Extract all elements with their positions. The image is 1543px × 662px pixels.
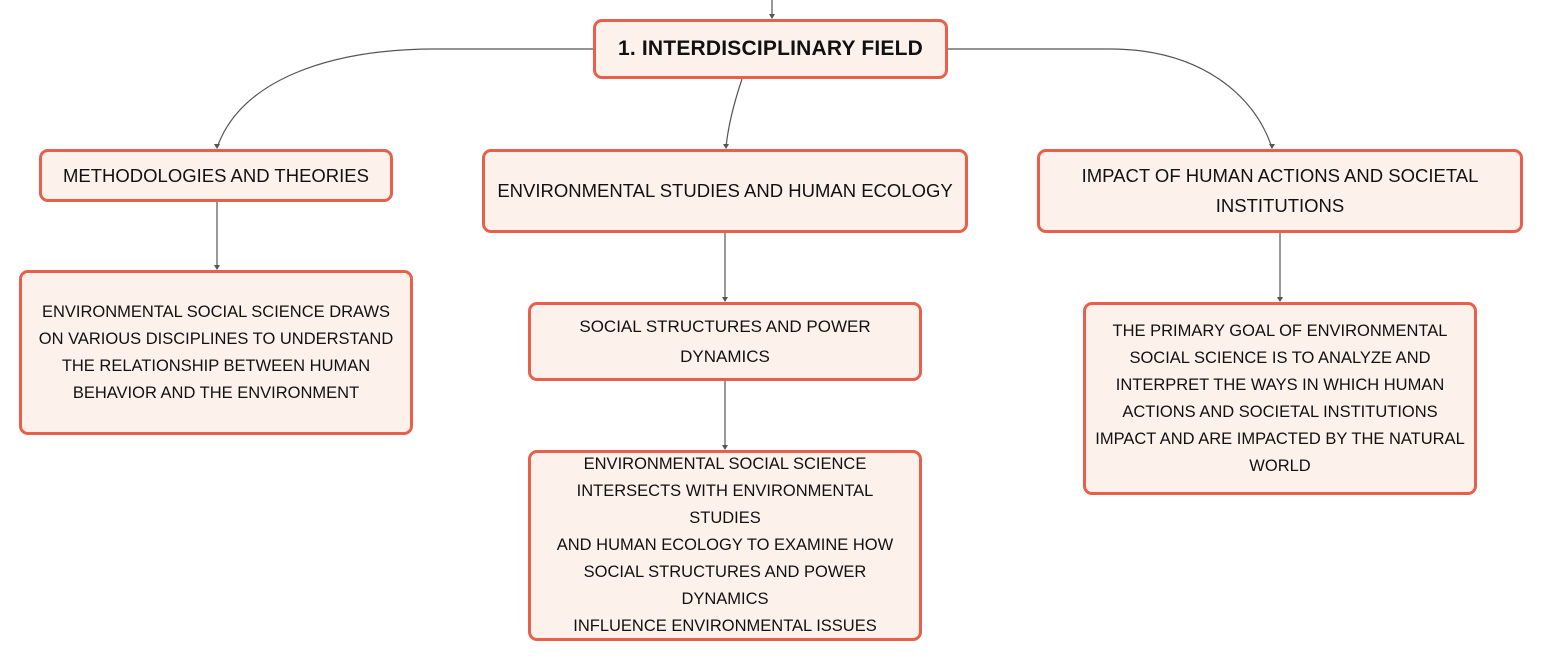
node-text-line: INTERSECTS WITH ENVIRONMENTAL STUDIES — [576, 482, 874, 527]
node-label: SOCIAL STRUCTURES AND POWER DYNAMICS — [579, 316, 871, 366]
node-text-line: WORLD — [1249, 456, 1311, 475]
node-text-line: ENVIRONMENTAL SOCIAL SCIENCE — [583, 455, 867, 473]
node-impact-of-human-actions[interactable]: IMPACT OF HUMAN ACTIONS AND SOCIETAL INS… — [1037, 149, 1523, 233]
node-text-line: THE RELATIONSHIP BETWEEN HUMAN — [61, 356, 371, 375]
node-methodologies-and-theories[interactable]: METHODOLOGIES AND THEORIES — [39, 149, 393, 202]
node-impact-description[interactable]: THE PRIMARY GOAL OF ENVIRONMENTAL SOCIAL… — [1083, 302, 1477, 495]
node-text-line: ENVIRONMENTAL SOCIAL SCIENCE DRAWS — [41, 302, 391, 321]
root-node-label: 1. INTERDISCIPLINARY FIELD — [617, 37, 924, 60]
node-label: ENVIRONMENTAL STUDIES AND HUMAN ECOLOGY — [497, 180, 953, 201]
node-text-line: SOCIAL STRUCTURES AND POWER DYNAMICS — [583, 563, 867, 608]
node-text-line: BEHAVIOR AND THE ENVIRONMENT — [72, 383, 360, 402]
node-label: IMPACT OF HUMAN ACTIONS AND SOCIETAL INS… — [1082, 161, 1479, 221]
connector-root-to-env-studies — [725, 78, 743, 149]
node-text-line: THE PRIMARY GOAL OF ENVIRONMENTAL — [1112, 321, 1448, 340]
node-social-structures-and-power-dynamics[interactable]: SOCIAL STRUCTURES AND POWER DYNAMICS — [528, 302, 922, 381]
root-node[interactable]: 1. INTERDISCIPLINARY FIELD — [593, 19, 948, 79]
node-label-line: IMPACT OF HUMAN ACTIONS AND SOCIETAL — [1081, 165, 1479, 186]
node-text-line: SOCIAL SCIENCE IS TO ANALYZE AND — [1129, 348, 1431, 367]
node-environmental-studies-description[interactable]: ENVIRONMENTAL SOCIAL SCIENCE INTERSECTS … — [528, 450, 922, 641]
node-environmental-studies-and-human-ecology[interactable]: ENVIRONMENTAL STUDIES AND HUMAN ECOLOGY — [482, 149, 968, 233]
node-label: METHODOLOGIES AND THEORIES — [63, 164, 369, 186]
node-text: ENVIRONMENTAL SOCIAL SCIENCE INTERSECTS … — [539, 451, 911, 640]
node-text: ENVIRONMENTAL SOCIAL SCIENCE DRAWS ON VA… — [39, 299, 394, 407]
node-text-line: IMPACT AND ARE IMPACTED BY THE NATURAL — [1095, 429, 1465, 448]
node-text-line: INFLUENCE ENVIRONMENTAL ISSUES — [573, 617, 877, 635]
node-text-line: AND HUMAN ECOLOGY TO EXAMINE HOW — [556, 536, 894, 554]
node-text-line: ACTIONS AND SOCIETAL INSTITUTIONS — [1122, 402, 1438, 421]
node-text-line: INTERPRET THE WAYS IN WHICH HUMAN — [1115, 375, 1445, 394]
connector-root-to-methodologies — [216, 48, 593, 149]
node-text-line: ON VARIOUS DISCIPLINES TO UNDERSTAND — [38, 329, 394, 348]
node-label-line: INSTITUTIONS — [1215, 195, 1345, 216]
node-methodologies-description[interactable]: ENVIRONMENTAL SOCIAL SCIENCE DRAWS ON VA… — [19, 270, 413, 435]
connector-root-to-impact — [948, 48, 1273, 149]
node-text: THE PRIMARY GOAL OF ENVIRONMENTAL SOCIAL… — [1095, 318, 1465, 480]
